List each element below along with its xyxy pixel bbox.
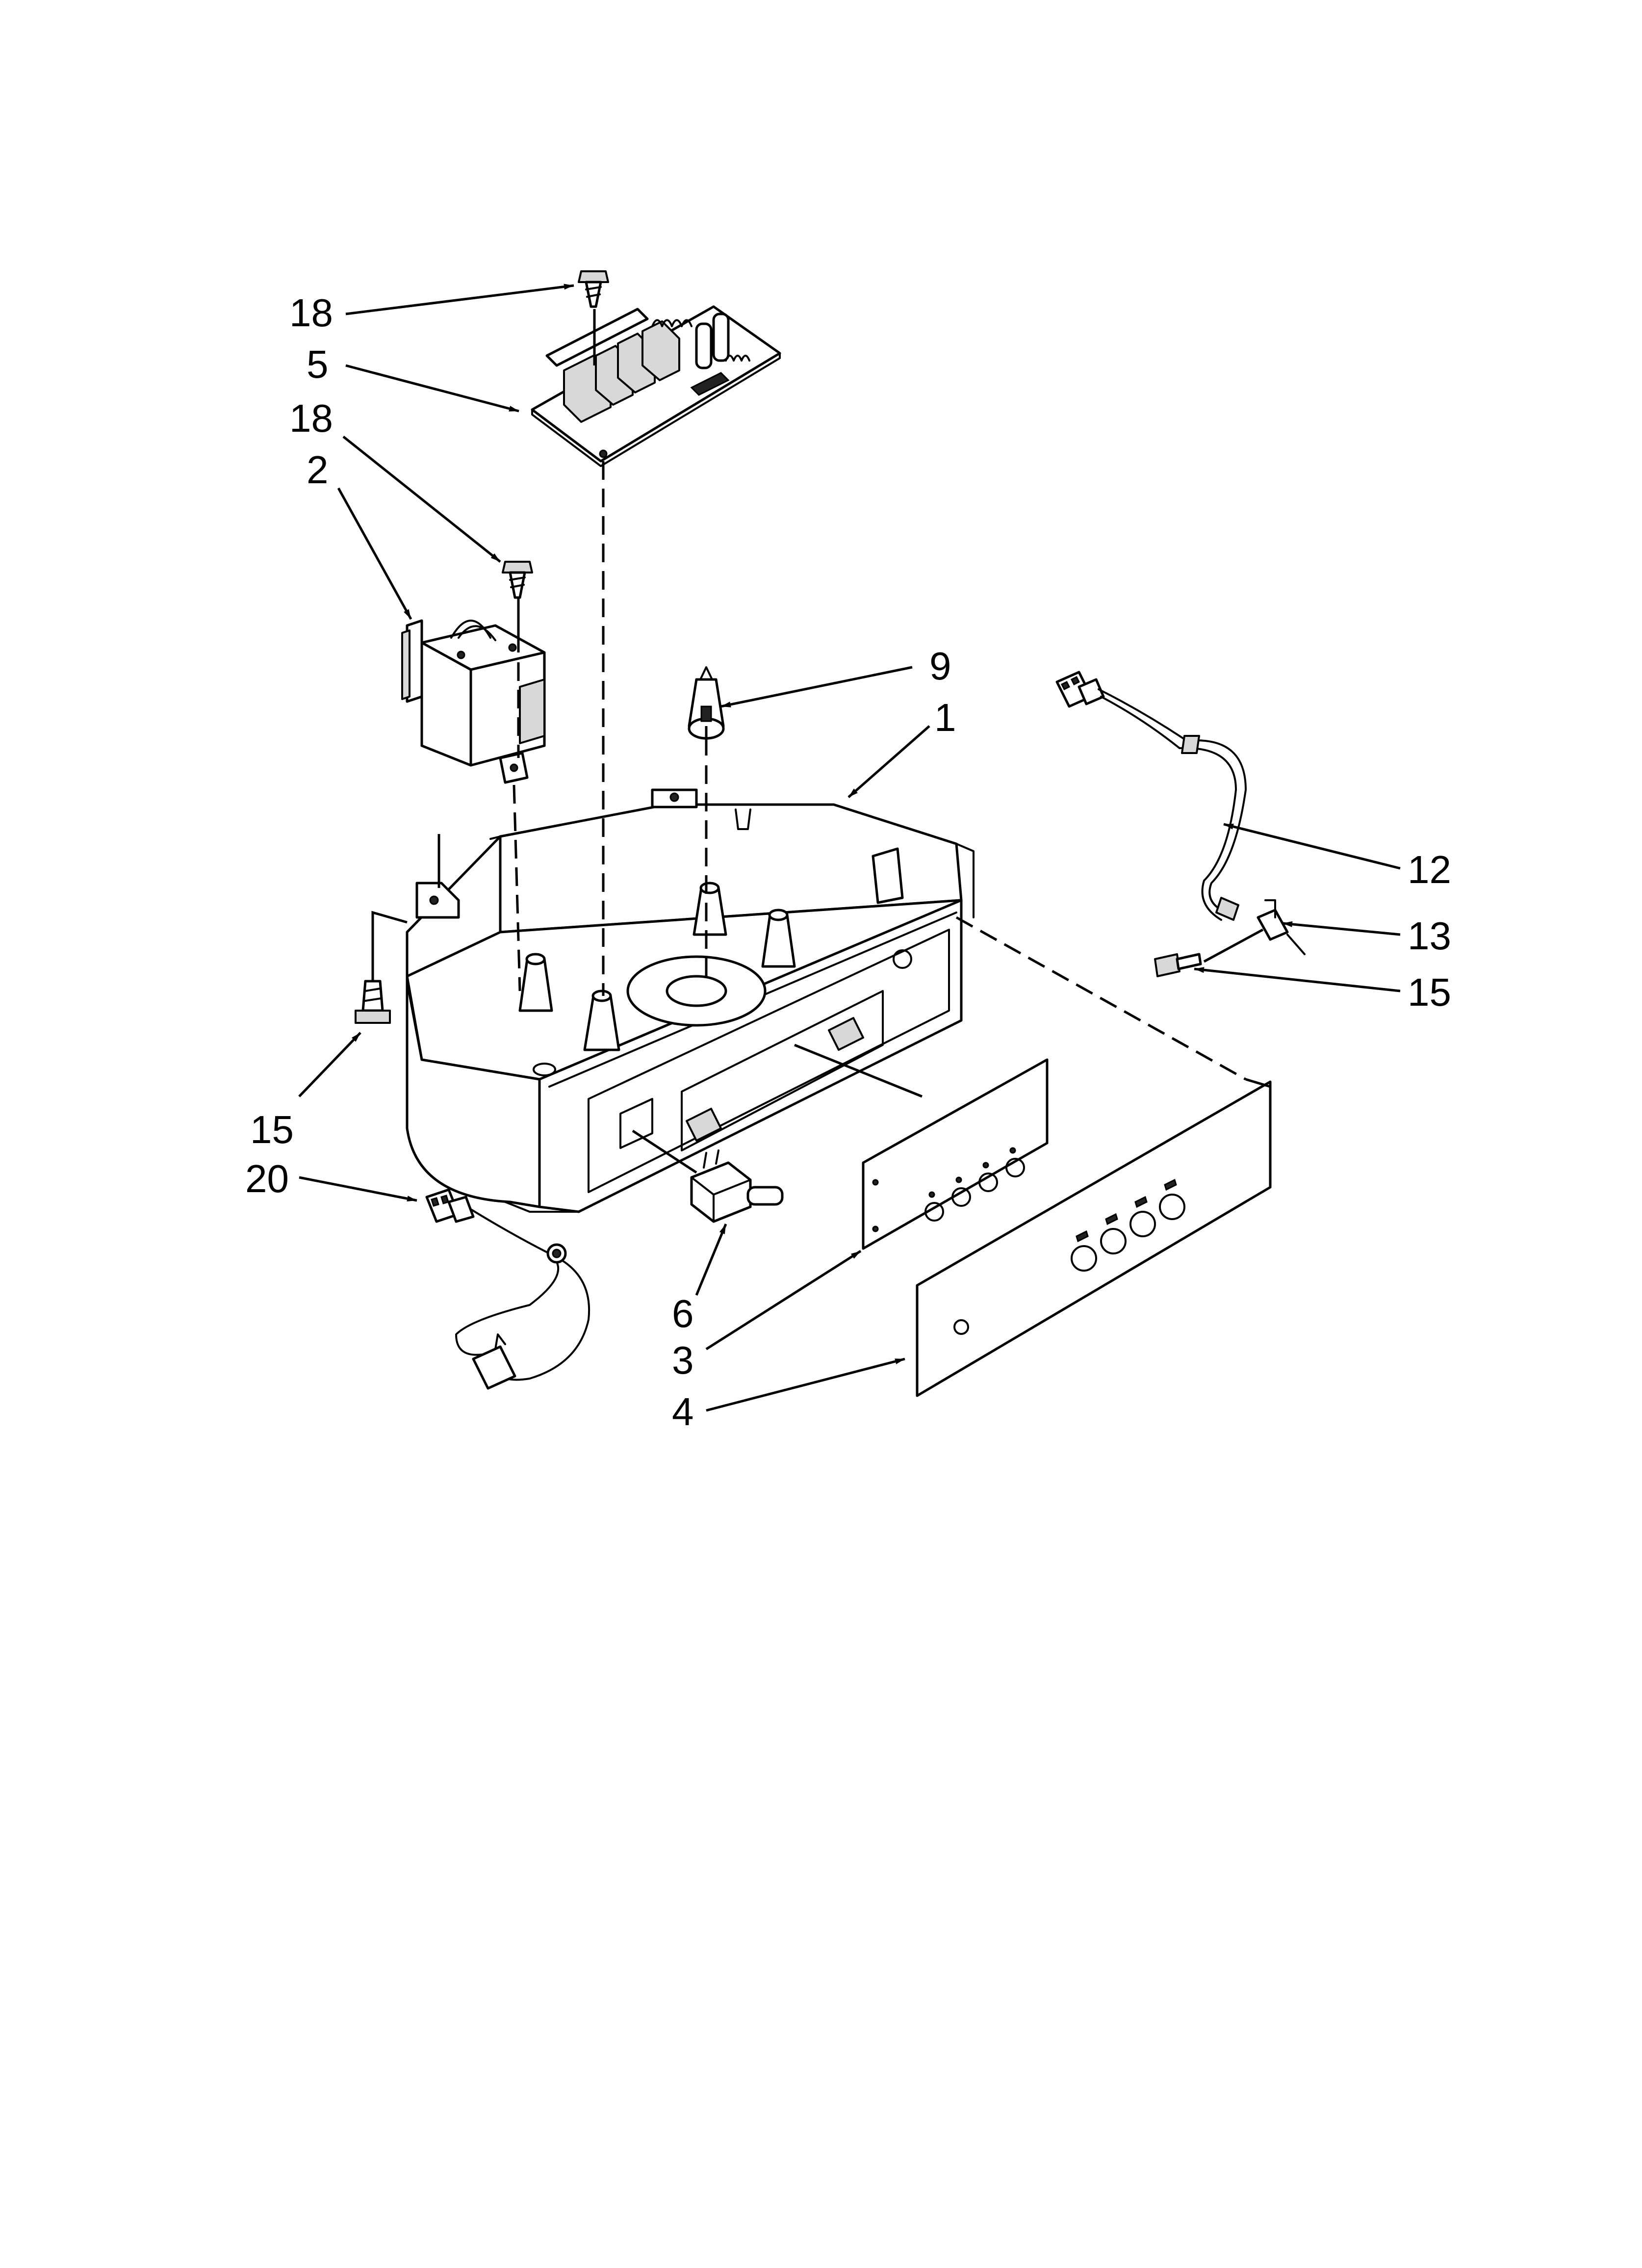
wire-harness-right [1055,671,1247,921]
control-housing [406,788,975,1213]
callout-18-mid: 18 [289,396,333,440]
outer-panel [916,1080,1272,1397]
callout-6: 6 [672,1292,694,1335]
assembly-lines [371,309,1271,1174]
callout-12: 12 [1408,848,1451,891]
callout-1: 1 [934,696,956,739]
callout-15-left: 15 [250,1108,294,1151]
callout-4: 4 [672,1390,694,1434]
transformer [401,619,546,784]
callout-2: 2 [307,448,329,492]
callout-3: 3 [672,1338,694,1382]
callout-20: 20 [245,1157,289,1200]
screw-left [355,980,391,1024]
callout-13: 13 [1408,914,1451,958]
callout-arrows [298,284,1401,1412]
callout-labels: 18 5 18 2 9 1 12 13 15 15 20 6 3 4 [245,291,1451,1434]
push-switch [690,1149,784,1223]
screw-top [578,270,609,308]
inner-panel [862,1058,1049,1250]
callout-5: 5 [307,342,329,386]
thermistor-clip [1203,899,1306,963]
callout-9: 9 [929,644,951,688]
screw-right [1154,953,1202,977]
control-board [531,305,781,467]
callout-15-right: 15 [1408,970,1451,1014]
callout-18-top: 18 [289,291,333,335]
wire-harness-left [425,1188,590,1390]
screw-mid [502,561,533,599]
